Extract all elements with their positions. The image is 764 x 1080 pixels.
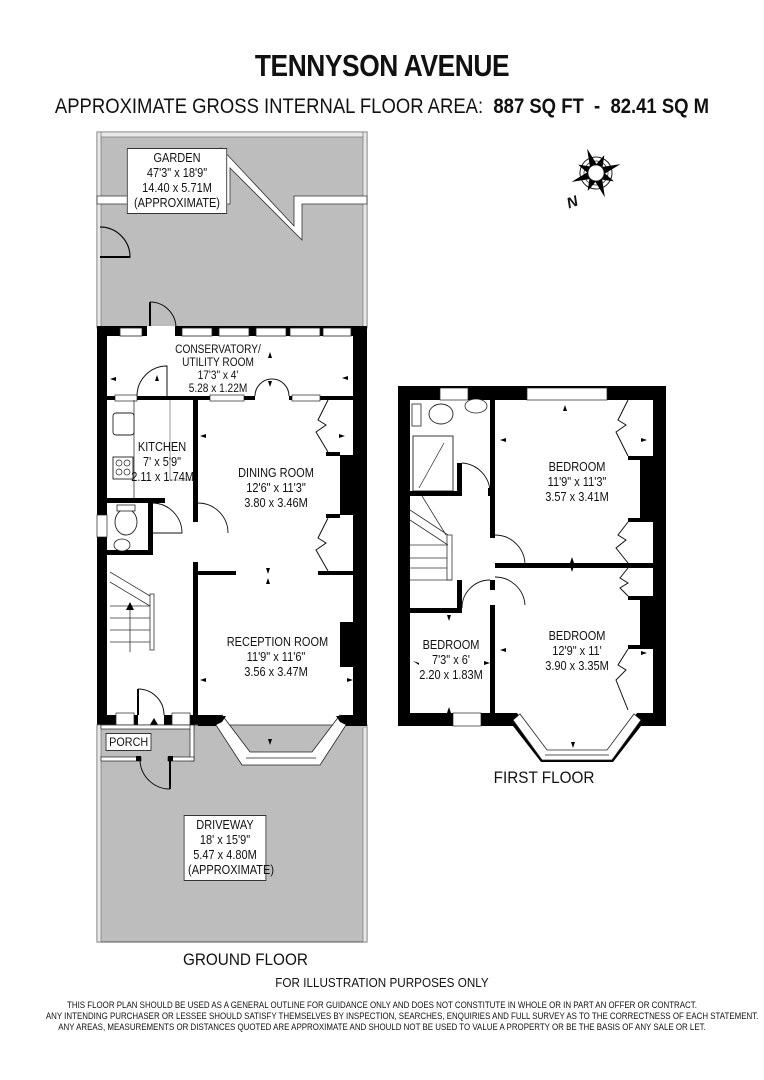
compass-rose-icon (571, 148, 621, 198)
room-dimensions-imperial: 11'9" x 11'6" (246, 650, 306, 664)
room-label-bedroom-rear: BEDROOM 11'9" x 11'3" 3.57 x 3.41M (537, 460, 616, 505)
floor-area-sqm: 82.41 SQ M (610, 95, 710, 118)
room-name-line2: UTILITY ROOM (182, 357, 254, 369)
room-dimensions-metric: 2.20 x 1.83M (419, 668, 483, 682)
floor-area-label: APPROXIMATE GROSS INTERNAL FLOOR AREA: (54, 95, 484, 118)
room-label-conservatory: CONSERVATORY/ UTILITY ROOM 17'3" x 4' 5.… (174, 344, 262, 396)
room-dimensions-metric: 5.28 x 1.22M (188, 383, 248, 395)
room-name: CONSERVATORY/ (175, 344, 261, 356)
floor-name-ground: GROUND FLOOR (182, 950, 308, 969)
room-dimensions-imperial: 18' x 15'9" (199, 833, 251, 847)
first-floor-house (398, 386, 666, 762)
room-name: GARDEN (153, 151, 201, 165)
room-name: BEDROOM (422, 638, 480, 652)
room-name: DINING ROOM (238, 466, 314, 480)
room-dimensions-metric: 3.57 x 3.41M (545, 490, 609, 504)
room-name: BEDROOM (548, 460, 606, 474)
room-dimensions-imperial: 7' x 5'9" (142, 455, 182, 469)
room-name: KITCHEN (137, 440, 187, 454)
room-dimensions-metric: 3.56 x 3.47M (244, 665, 308, 679)
room-dimensions-metric: 14.40 x 5.71M (142, 181, 212, 195)
disclaimer-line: ANY INTENDING PURCHASER OR LESSEE SHOULD… (45, 1011, 759, 1021)
room-dimensions-metric: 3.80 x 3.46M (244, 496, 308, 510)
room-dimensions-metric: 5.47 x 4.80M (193, 848, 257, 862)
room-label-bedroom-front: BEDROOM 12'9" x 11' 3.90 x 3.35M (537, 629, 616, 674)
room-name: BEDROOM (548, 629, 606, 643)
room-label-reception-room: RECEPTION ROOM 11'9" x 11'6" 3.56 x 3.47… (226, 635, 329, 680)
room-label-kitchen: KITCHEN 7' x 5'9" 2.11 x 1.74M (131, 440, 194, 485)
room-dimensions-metric: 3.90 x 3.35M (545, 659, 609, 673)
room-label-garden: GARDEN 47'3" x 18'9" 14.40 x 5.71M (APPR… (126, 148, 228, 214)
room-name: DRIVEWAY (196, 818, 254, 832)
room-dimensions-metric: 2.11 x 1.74M (131, 470, 194, 484)
room-label-dining-room: DINING ROOM 12'6" x 11'3" 3.80 x 3.46M (232, 466, 320, 511)
room-note: (APPROXIMATE) (188, 863, 275, 877)
illustration-note: FOR ILLUSTRATION PURPOSES ONLY (275, 975, 489, 990)
property-title: TENNYSON AVENUE (254, 48, 510, 83)
room-dimensions-imperial: 12'9" x 11' (552, 644, 602, 658)
room-dimensions-imperial: 17'3" x 4' (197, 370, 239, 382)
room-dimensions-imperial: 47'3" x 18'9" (146, 166, 208, 180)
room-dimensions-imperial: 7'3" x 6' (431, 653, 471, 667)
room-name: RECEPTION ROOM (226, 635, 329, 649)
room-dimensions-imperial: 12'6" x 11'3" (246, 481, 306, 495)
room-label-porch: PORCH (105, 733, 152, 751)
floor-name-first: FIRST FLOOR (493, 768, 595, 787)
dimension-markers (110, 352, 647, 748)
disclaimer-line: THIS FLOOR PLAN SHOULD BE USED AS A GENE… (67, 1000, 697, 1010)
room-label-bedroom-small: BEDROOM 7'3" x 6' 2.20 x 1.83M (418, 638, 485, 683)
room-label-driveway: DRIVEWAY 18' x 15'9" 5.47 x 4.80M (APPRO… (183, 815, 275, 881)
disclaimer: THIS FLOOR PLAN SHOULD BE USED AS A GENE… (45, 1000, 759, 1033)
disclaimer-line: ANY AREAS, MEASUREMENTS OR DISTANCES QUO… (58, 1022, 706, 1032)
floor-area-summary: APPROXIMATE GROSS INTERNAL FLOOR AREA: 8… (46, 95, 718, 119)
ground-floor-house (96, 326, 367, 765)
floor-area-sqft: 887 SQ FT (493, 95, 584, 118)
room-note: (APPROXIMATE) (134, 196, 220, 210)
room-dimensions-imperial: 11'9" x 11'3" (547, 475, 607, 489)
floor-area-separator: - (594, 95, 601, 118)
